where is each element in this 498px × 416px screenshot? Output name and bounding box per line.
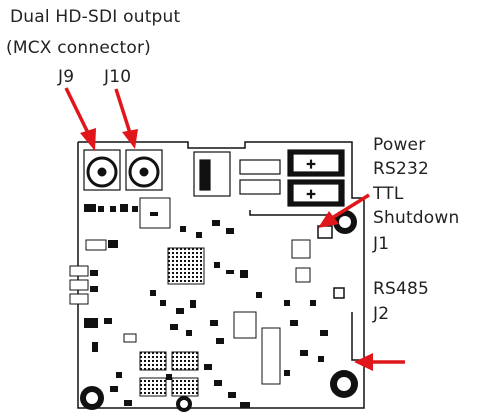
arrow-j1 — [331, 193, 370, 220]
board-outline — [77, 141, 365, 409]
label-j9: J9 — [58, 67, 75, 87]
label-rs485: RS485 — [373, 279, 430, 299]
label-j10: J10 — [104, 67, 132, 87]
label-j2: J2 — [373, 304, 390, 324]
connector-j10 — [125, 149, 163, 191]
svg-text:+: + — [306, 187, 316, 201]
label-rs232: RS232 — [373, 159, 430, 179]
arrow-j1-head — [318, 211, 339, 228]
title-line-1: Dual HD-SDI output — [10, 7, 181, 27]
arrow-j10 — [114, 88, 132, 134]
arrow-j9-head — [80, 128, 96, 151]
arrow-j9 — [64, 87, 91, 136]
connector-j9 — [83, 149, 121, 191]
arrows — [64, 87, 405, 371]
bottom-modules — [139, 351, 199, 397]
label-shutdown: Shutdown — [373, 208, 460, 228]
arrow-j10-head — [122, 129, 138, 149]
mounting-holes — [80, 210, 358, 412]
title-line-2: (MCX connector) — [6, 38, 152, 58]
power-components: + + — [193, 149, 345, 207]
label-j1: J1 — [373, 234, 390, 254]
smd-components — [69, 204, 328, 408]
ic-cluster — [123, 197, 311, 385]
arrow-j2-head — [354, 353, 373, 371]
label-power: Power — [373, 135, 426, 155]
svg-text:+: + — [306, 157, 316, 171]
label-ttl: TTL — [373, 184, 404, 204]
